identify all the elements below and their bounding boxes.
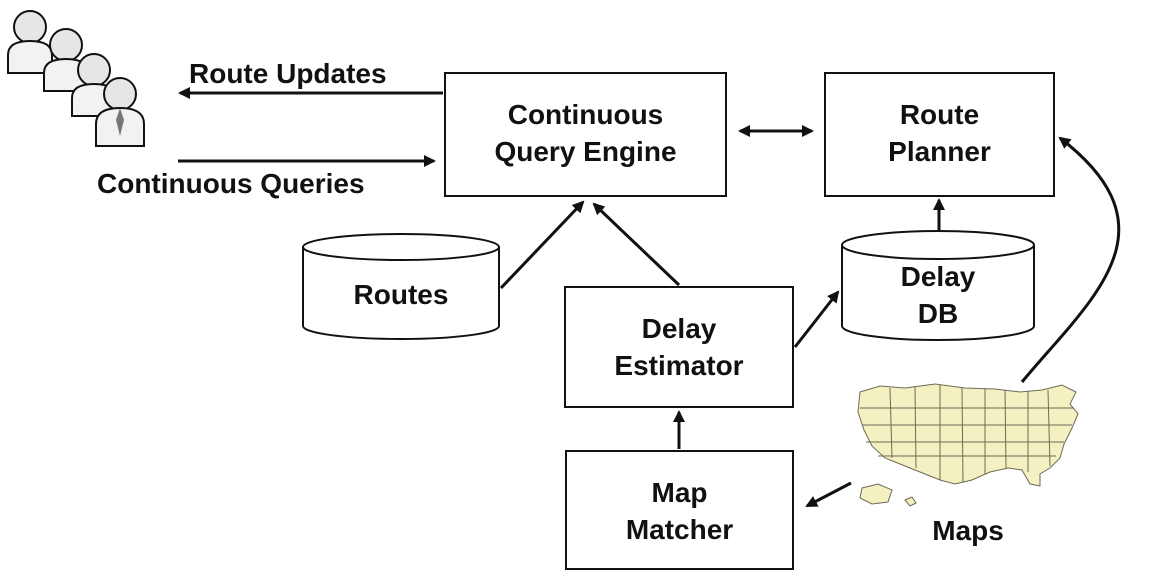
routes-to-cqe-arrow bbox=[499, 200, 585, 290]
us-map-icon bbox=[857, 383, 1079, 507]
maps-to-planner-arrow bbox=[1020, 136, 1121, 383]
estimator-to-delaydb-arrow bbox=[793, 290, 840, 348]
rp-label-line1: Route bbox=[900, 99, 979, 130]
delaydb-label-line1: Delay bbox=[901, 261, 976, 292]
maps-label: Maps bbox=[932, 515, 1004, 546]
delay-estimator-box bbox=[564, 286, 794, 408]
cqe-label-line1: Continuous bbox=[508, 99, 664, 130]
map-matcher-box bbox=[565, 450, 794, 570]
routes-label: Routes bbox=[354, 279, 449, 310]
routes-database bbox=[302, 233, 500, 340]
de-label-line1: Delay bbox=[642, 313, 717, 344]
continuous-queries-label: Continuous Queries bbox=[97, 168, 365, 199]
delaydb-label-line2: DB bbox=[918, 298, 958, 329]
maps-to-matcher-arrow bbox=[805, 481, 852, 508]
route-planner-box bbox=[824, 72, 1055, 197]
de-label-line2: Estimator bbox=[614, 350, 743, 381]
mm-label-line2: Matcher bbox=[626, 514, 733, 545]
estimator-to-cqe-arrow bbox=[592, 202, 681, 287]
rp-label-line2: Planner bbox=[888, 136, 991, 167]
continuous-query-engine-box bbox=[444, 72, 727, 197]
route-updates-label: Route Updates bbox=[189, 58, 387, 89]
cqe-label-line2: Query Engine bbox=[494, 136, 676, 167]
users-group-icon bbox=[7, 10, 145, 147]
mm-label-line1: Map bbox=[652, 477, 708, 508]
delay-db-database bbox=[841, 230, 1035, 341]
